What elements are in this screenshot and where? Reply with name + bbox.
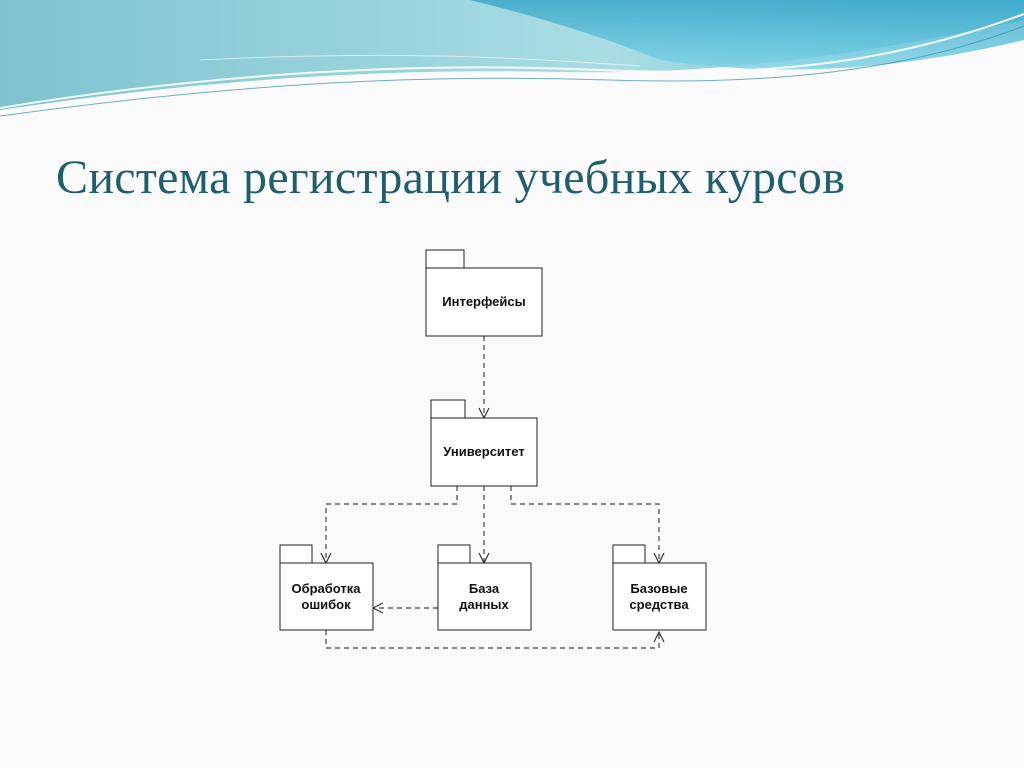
dependency-error-handling-to-base-tools — [325, 630, 659, 649]
package-label: Университет — [443, 444, 524, 459]
dependency-university-to-base-tools — [510, 486, 659, 563]
header-wave-decoration — [0, 0, 1024, 117]
package-label-line-2: ошибок — [301, 597, 351, 612]
slide-title: Система регистрации учебных курсов — [56, 151, 846, 204]
package-label: Интерфейсы — [442, 294, 526, 309]
dependency-university-to-error-handling — [326, 486, 458, 563]
package-university: Университет — [430, 399, 538, 487]
package-base-tools: Базовые средства — [612, 544, 707, 631]
package-label-line-1: Базовые — [630, 581, 687, 596]
package-label-line-2: данных — [459, 597, 509, 612]
package-database: База данных — [437, 544, 532, 631]
package-label-line-2: средства — [629, 597, 689, 612]
package-label-line-1: Обработка — [291, 581, 361, 596]
package-interfaces: Интерфейсы — [425, 249, 543, 337]
package-label-line-1: База — [469, 581, 500, 596]
package-error-handling: Обработка ошибок — [279, 544, 374, 631]
